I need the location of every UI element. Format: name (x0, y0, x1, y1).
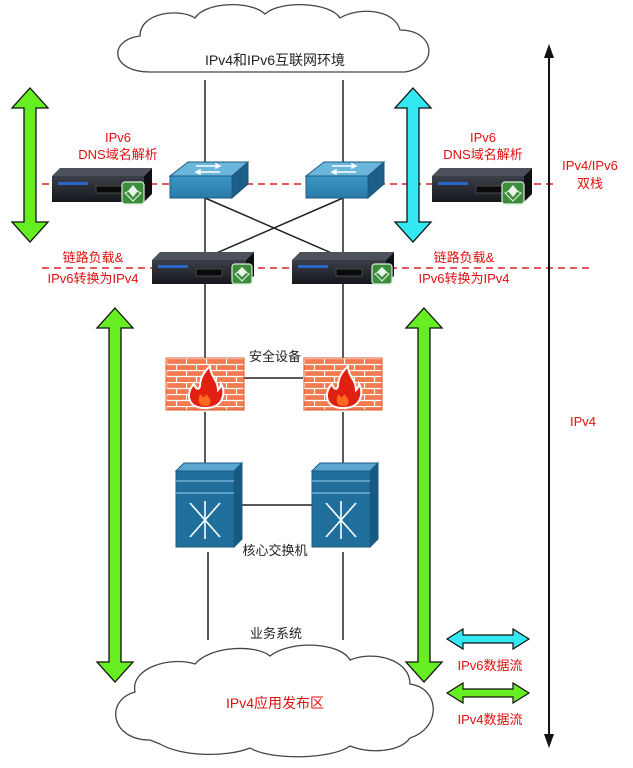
lb-left-line1: 链路负载& (63, 250, 124, 265)
legend-ipv6-label: IPv6数据流 (457, 658, 522, 673)
switch-right[interactable] (304, 160, 386, 200)
cloud-bottom-label: IPv4应用发布区 (226, 695, 324, 711)
dns-left-line2: DNS域名解析 (78, 147, 157, 162)
cross-arrows-icon (189, 501, 221, 539)
flame-icon (325, 363, 363, 410)
internet-cloud: IPv4和IPv6互联网环境 (117, 4, 430, 73)
zone-ipv4-label: IPv4 (570, 414, 596, 429)
security-devices-label: 安全设备 (249, 349, 301, 364)
connection-lines (204, 80, 344, 640)
dns-server-right[interactable] (432, 168, 532, 205)
ipv6-arrow-upper-right (393, 87, 433, 243)
load-balancer-left[interactable] (152, 252, 254, 285)
legend-ipv6-arrow (445, 627, 531, 651)
zone-dual-stack-line1: IPv4/IPv6 (562, 158, 618, 173)
cross-arrows-icon (325, 501, 357, 539)
dns-right-line1: IPv6 (470, 130, 496, 145)
lb-right-line2: IPv6转换为IPv4 (418, 271, 509, 286)
flame-icon (187, 363, 225, 410)
zone-dual-stack-line2: 双栈 (577, 176, 603, 191)
cloud-top-label: IPv4和IPv6互联网环境 (205, 52, 345, 68)
ipv4-arrow-lower-right (404, 307, 444, 683)
app-zone-cloud: IPv4应用发布区 (115, 644, 434, 758)
lb-left-line2: IPv6转换为IPv4 (47, 271, 138, 286)
firewall-left[interactable] (165, 357, 245, 411)
business-system-label: 业务系统 (250, 626, 302, 641)
nat-badge-icon (231, 263, 253, 285)
legend: IPv6数据流 IPv4数据流 (445, 627, 531, 727)
legend-ipv4-label: IPv4数据流 (457, 712, 522, 727)
ipv4-arrow-upper-left (10, 87, 50, 243)
nat-badge-icon (501, 181, 525, 205)
firewall-right[interactable] (303, 357, 383, 411)
zone-scale-arrow (544, 44, 554, 748)
nat-badge-icon (121, 181, 145, 205)
switch-left[interactable] (168, 160, 250, 200)
switch-arrows-icon (194, 162, 222, 176)
lb-right-line1: 链路负载& (434, 250, 495, 265)
switch-arrows-icon (330, 162, 358, 176)
load-balancer-right[interactable] (292, 252, 394, 285)
core-switch-right[interactable] (310, 461, 380, 549)
legend-ipv4-arrow (445, 681, 531, 705)
nat-badge-icon (371, 263, 393, 285)
core-switch-left[interactable] (174, 461, 244, 549)
core-switch-label: 核心交换机 (242, 543, 307, 558)
dns-left-line1: IPv6 (105, 130, 131, 145)
ipv4-arrow-lower-left (95, 307, 135, 683)
dns-right-line2: DNS域名解析 (443, 147, 522, 162)
dns-server-left[interactable] (52, 168, 152, 205)
